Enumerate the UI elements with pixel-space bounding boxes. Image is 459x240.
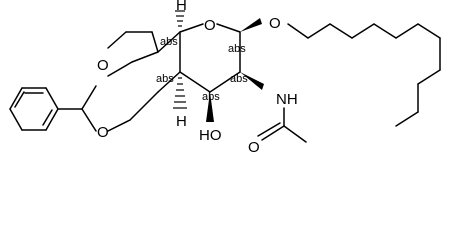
acetal-oxygen-top-label: O — [97, 57, 109, 74]
c4-abs-label: abs — [156, 73, 174, 85]
chemical-structure: O O O O H H HO NH O abs abs abs abs abs — [9, 0, 441, 156]
c2-wedge — [240, 72, 264, 90]
c3-abs-label: abs — [202, 91, 220, 103]
acetamide-group — [257, 107, 307, 143]
c4-hydrogen-label: H — [176, 113, 187, 130]
phenyl-ring — [9, 87, 59, 131]
c1-abs-label: abs — [228, 43, 246, 55]
carbonyl-oxygen-label: O — [248, 139, 260, 156]
pyranose-ring — [157, 23, 241, 93]
c5-abs-label: abs — [160, 36, 178, 48]
c4-hash — [173, 77, 187, 109]
c5-hash — [175, 10, 185, 27]
c1-wedge — [240, 18, 262, 32]
acetal-oxygen-left-label: O — [97, 124, 109, 141]
ring-oxygen-label: O — [204, 17, 216, 34]
amide-nh-label: NH — [276, 91, 298, 108]
c3-wedge — [206, 92, 214, 122]
octyl-chain — [287, 23, 441, 127]
acetal-ring — [57, 31, 159, 132]
hydroxyl-label: HO — [199, 127, 222, 144]
glycosidic-oxygen-label: O — [269, 15, 281, 32]
c2-abs-label: abs — [230, 73, 248, 85]
c5-hydrogen-label: H — [176, 0, 187, 14]
